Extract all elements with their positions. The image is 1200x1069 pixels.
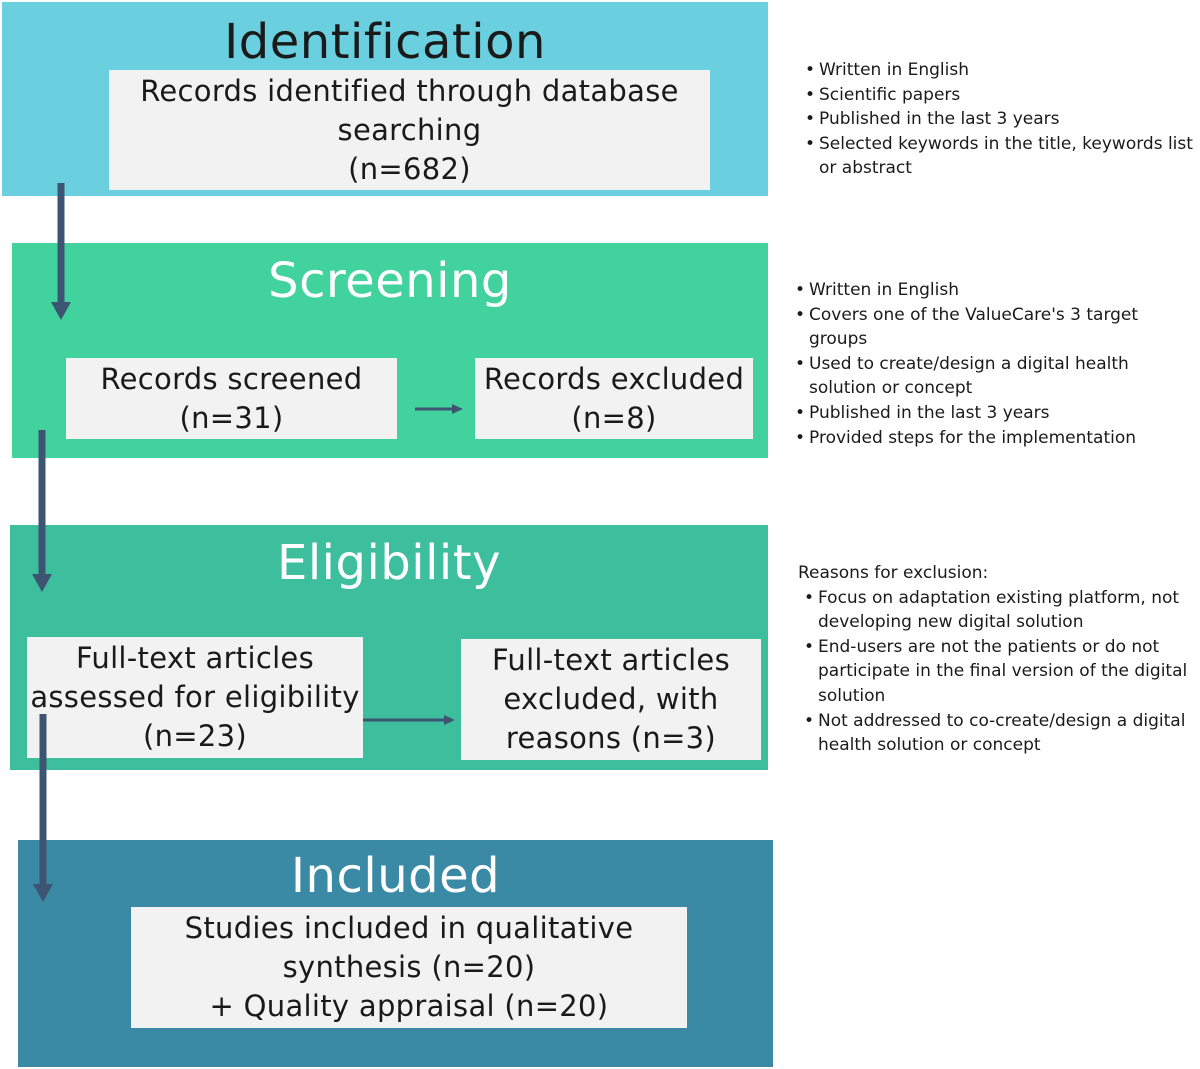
list-item: Written in English bbox=[795, 278, 1159, 303]
fulltext-assessed-box: Full-text articles assessed for eligibil… bbox=[27, 637, 363, 758]
list-item: Used to create/design a digital health s… bbox=[795, 352, 1159, 401]
screening-criteria-list: Written in English Covers one of the Val… bbox=[789, 278, 1159, 450]
fulltext-assessed-text: Full-text articles assessed for eligibil… bbox=[30, 641, 360, 753]
arrow-screening-to-eligibility bbox=[32, 430, 52, 592]
records-excluded-text: Records excluded (n=8) bbox=[483, 361, 745, 435]
exclusion-reasons-list: Focus on adaptation existing platform, n… bbox=[798, 586, 1196, 758]
list-item: Selected keywords in the title, keywords… bbox=[805, 132, 1199, 181]
fulltext-excluded-box: Full-text articles excluded, with reason… bbox=[461, 639, 761, 760]
screening-title: Screening bbox=[268, 253, 512, 309]
identification-criteria-notes: Written in English Scientific papers Pub… bbox=[799, 58, 1199, 181]
arrow-assessed-to-excluded bbox=[363, 715, 455, 725]
list-item: Published in the last 3 years bbox=[805, 107, 1199, 132]
list-item: Not addressed to co-create/design a digi… bbox=[804, 709, 1196, 758]
studies-included-text: Studies included in qualitative synthesi… bbox=[184, 911, 634, 1023]
records-excluded-box: Records excluded (n=8) bbox=[475, 358, 753, 439]
exclusion-reasons-notes: Reasons for exclusion: Focus on adaptati… bbox=[798, 561, 1196, 758]
identification-records-text: Records identified through database sear… bbox=[140, 73, 679, 186]
studies-included-box: Studies included in qualitative synthesi… bbox=[131, 907, 687, 1028]
list-item: Published in the last 3 years bbox=[795, 401, 1159, 426]
list-item: Covers one of the ValueCare's 3 target g… bbox=[795, 303, 1159, 352]
list-item: Focus on adaptation existing platform, n… bbox=[804, 586, 1196, 635]
fulltext-excluded-text: Full-text articles excluded, with reason… bbox=[492, 643, 730, 755]
list-item: Written in English bbox=[805, 58, 1199, 83]
arrow-eligibility-to-included bbox=[33, 714, 53, 902]
identification-records-box: Records identified through database sear… bbox=[109, 70, 710, 190]
arrow-identification-to-screening bbox=[51, 183, 71, 320]
exclusion-heading: Reasons for exclusion: bbox=[798, 563, 989, 583]
identification-criteria-list: Written in English Scientific papers Pub… bbox=[799, 58, 1199, 181]
records-screened-box: Records screened (n=31) bbox=[66, 358, 397, 439]
list-item: Scientific papers bbox=[805, 83, 1199, 108]
included-title: Included bbox=[290, 848, 501, 904]
eligibility-title: Eligibility bbox=[276, 535, 501, 591]
records-screened-text: Records screened (n=31) bbox=[100, 361, 363, 435]
identification-title: Identification bbox=[224, 14, 546, 70]
list-item: Provided steps for the implementation bbox=[795, 426, 1159, 451]
arrow-screened-to-excluded bbox=[415, 404, 463, 414]
list-item: End-users are not the patients or do not… bbox=[804, 635, 1196, 709]
screening-criteria-notes: Written in English Covers one of the Val… bbox=[789, 278, 1159, 450]
